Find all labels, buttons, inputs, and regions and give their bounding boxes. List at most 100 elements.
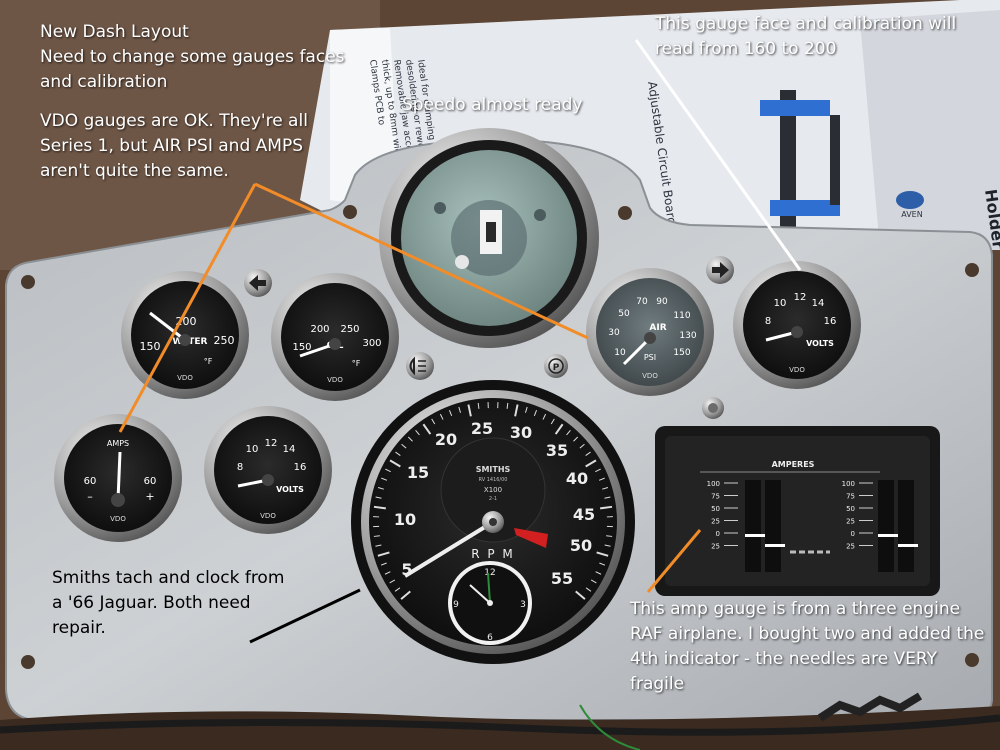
cable [0, 714, 1000, 736]
oil-needle [299, 342, 336, 358]
clock-minute-hand [487, 572, 491, 604]
tach-scale-10: 10 [394, 510, 416, 529]
volts-right-scale-12: 12 [794, 292, 807, 303]
tach-tick [385, 468, 391, 473]
indicator-lamp-icon [702, 397, 724, 419]
tach-tick [542, 413, 547, 420]
tach-tick [599, 562, 606, 566]
volts-gauge-left: 8 10 12 14 16 VOLTS VDO [204, 406, 332, 534]
clock-3: 3 [520, 600, 526, 610]
tach-tick [554, 423, 564, 435]
product-box: Ideal for clamping PCB for solde desolde… [300, 0, 1000, 269]
ammeter-scale-label: 25 [711, 543, 720, 551]
tach-tick [604, 496, 611, 499]
tach-tick [394, 587, 401, 592]
tach-tick [377, 486, 384, 490]
tach-scale-45: 45 [573, 505, 595, 524]
ammeter-needle-1 [745, 534, 765, 537]
volts-left-scale-8: 8 [237, 462, 243, 473]
air-brand: VDO [642, 372, 658, 380]
annotation-dash-detail: Need to change some gauges faces and cal… [40, 47, 345, 92]
volts-right-label: VOLTS [806, 339, 834, 348]
tach-tick [590, 579, 597, 584]
air-pressure-gauge: 10 30 50 70 90 110 130 150 AIR PSI VDO [586, 268, 714, 396]
ammeter-title: AMPERES [772, 460, 815, 469]
water-unit: °F [204, 357, 213, 366]
tach-scale-20: 20 [435, 430, 457, 449]
tach-multiplier-sub: 2-1 [489, 496, 497, 502]
tach-tick [477, 402, 480, 409]
ammeter-scale-label: 75 [711, 493, 720, 501]
turn-signal-right-icon [706, 256, 734, 284]
oil-scale-200: 200 [310, 324, 329, 335]
tach-scale-55: 55 [551, 569, 573, 588]
tach-tick [389, 579, 396, 584]
tach-tick [550, 418, 555, 425]
tach-tick [380, 562, 387, 566]
tach-tick [458, 406, 462, 413]
tach-tick [373, 535, 380, 537]
tach-tick [585, 451, 591, 456]
tach-tick [439, 413, 444, 420]
tach-tick [389, 459, 401, 468]
ammeter-window-2 [765, 480, 781, 572]
air-scale-30: 30 [608, 328, 620, 338]
pointer-ammeter [646, 529, 702, 593]
annotation-dash-title: New Dash Layout [40, 22, 189, 42]
tach-tick [533, 409, 538, 416]
tach-tick [595, 468, 601, 473]
amps-label: AMPS [107, 439, 129, 448]
tach-multiplier: X100 [484, 486, 502, 494]
ammeter-scale-label: 100 [707, 480, 720, 488]
green-wire [579, 704, 641, 750]
tach-tick [514, 404, 519, 417]
tach-tick [579, 443, 585, 449]
oil-scale-150: 150 [292, 342, 311, 353]
air-scale-10: 10 [614, 348, 626, 358]
air-scale-110: 110 [673, 311, 690, 321]
pointer-air-psi [254, 182, 589, 340]
annotation-speedo: Speedo almost ready [402, 95, 583, 115]
tach-tick [375, 496, 382, 499]
volts-left-scale-16: 16 [294, 462, 307, 473]
ammeter-window-1 [745, 480, 761, 572]
tach-tick [573, 436, 579, 442]
tach-tick [407, 436, 413, 442]
water-scale-150: 150 [140, 340, 161, 353]
speedometer [379, 128, 599, 348]
tach-tick [585, 587, 592, 592]
tach-tick [604, 544, 611, 547]
clock-12: 12 [484, 568, 495, 578]
pointer-calibration [634, 39, 802, 271]
ammeter-window-3 [878, 480, 894, 572]
air-needle [622, 336, 652, 366]
volts-right-scale-16: 16 [824, 316, 837, 327]
volts-left-scale-10: 10 [246, 444, 259, 455]
holder-clamp-bottom [770, 200, 840, 216]
pointer-amps [118, 183, 257, 433]
amps-needle [116, 451, 122, 501]
tach-tick [395, 451, 401, 456]
volts-left-scale-14: 14 [283, 444, 296, 455]
volts-right-scale-10: 10 [774, 298, 787, 309]
tach-redline [514, 528, 548, 548]
tach-tick [602, 486, 609, 490]
holder-rail [830, 115, 840, 205]
annotation-calibration: This gauge face and calibration will rea… [655, 14, 957, 59]
tach-tick [467, 404, 472, 417]
water-temp-gauge: 150 200 250 WATER °F VDO [121, 271, 249, 399]
water-needle [149, 311, 186, 342]
tach-tick [384, 571, 391, 575]
clock-hour-hand [469, 584, 491, 604]
ammeter-needle-3 [878, 534, 898, 537]
tach-needle [403, 520, 495, 578]
ammeter-scale-label: 100 [842, 480, 855, 488]
clock-dial: 12 3 6 9 [448, 561, 532, 645]
tach-tick [524, 406, 528, 413]
ammeter-scale-label: 25 [711, 518, 720, 526]
air-scale-50: 50 [618, 309, 630, 319]
tach-scale-30: 30 [510, 423, 532, 442]
tach-scale-5: 5 [401, 560, 412, 579]
water-scale-250: 250 [214, 334, 235, 347]
amps-gauge: AMPS 60 60 – + VDO [54, 414, 182, 542]
